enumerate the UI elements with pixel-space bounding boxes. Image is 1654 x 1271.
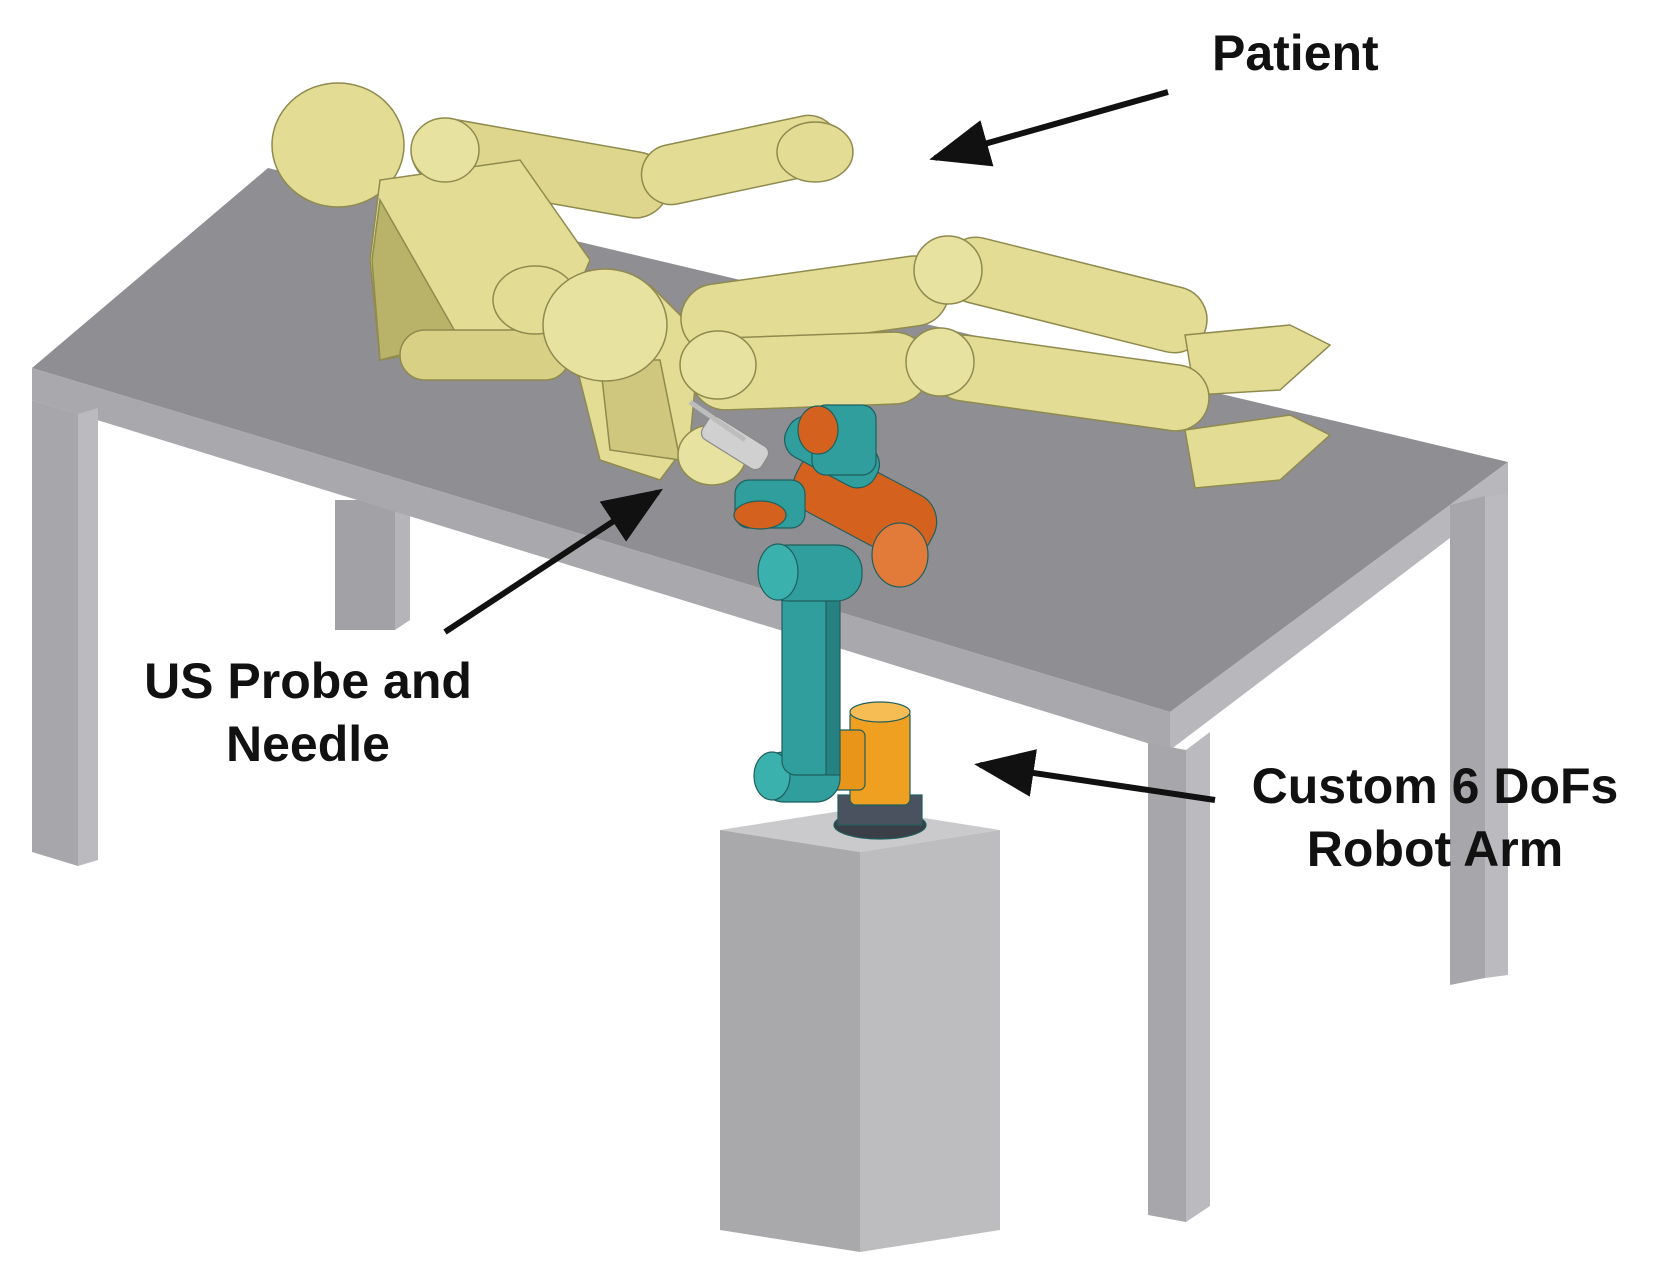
mannequin	[271, 82, 1332, 489]
arrow-robot	[974, 749, 1216, 803]
mannequin-torso-shade	[371, 197, 462, 361]
mannequin-knee-near	[905, 327, 975, 397]
table-leg-back-right	[1450, 496, 1485, 985]
mannequin-knee-far	[913, 235, 983, 305]
us-probe	[700, 415, 770, 471]
label-probe-line-1: US Probe and	[144, 653, 472, 709]
robot-elbow-lower-cap	[753, 751, 791, 801]
table-leg-front-right-side	[1186, 732, 1210, 1222]
table-leg-back-left-side	[395, 500, 410, 630]
label-probe-line-2: Needle	[226, 715, 390, 772]
robot-elbow-cap	[757, 543, 799, 601]
annotation-arrows	[443, 89, 1216, 803]
mannequin-shoulder	[410, 117, 480, 183]
mannequin-hip-joint	[679, 330, 757, 400]
table-leg-front-left	[32, 400, 78, 866]
mannequin-hip-ball	[542, 268, 668, 382]
label-patient: Patient	[1212, 22, 1379, 85]
label-robot-line-2: Robot Arm	[1306, 820, 1564, 877]
label-us-probe-needle: US Probe and Needle	[128, 650, 488, 775]
mannequin-head	[271, 82, 405, 208]
label-patient-text: Patient	[1212, 25, 1379, 81]
table-leg-back-right-side	[1485, 494, 1508, 978]
needle	[688, 399, 747, 443]
base-box-side	[860, 830, 1000, 1252]
robot-forearm-cap	[871, 522, 929, 588]
label-robot-line-1: Custom 6 DoFs	[1251, 758, 1619, 814]
robot-wrist-2-cap	[733, 500, 787, 530]
robot-arm	[688, 399, 938, 840]
table-top-front-edge	[32, 368, 1170, 750]
robot-base-box	[720, 808, 1000, 1252]
label-robot-arm: Custom 6 DoFs Robot Arm	[1230, 755, 1640, 880]
mannequin-hand-far	[776, 121, 854, 183]
table-leg-back-left	[335, 500, 395, 630]
arrow-probe	[443, 488, 664, 635]
mannequin-foot-near	[1184, 414, 1332, 489]
robot-wrist-1-cap	[797, 405, 839, 455]
table-leg-front-left-side	[78, 408, 98, 866]
base-box-front	[720, 830, 860, 1252]
arrow-patient	[929, 89, 1169, 167]
table-leg-front-right	[1148, 743, 1186, 1222]
robot-joint-1-top	[849, 701, 911, 723]
table-top-right-edge	[1170, 462, 1508, 750]
